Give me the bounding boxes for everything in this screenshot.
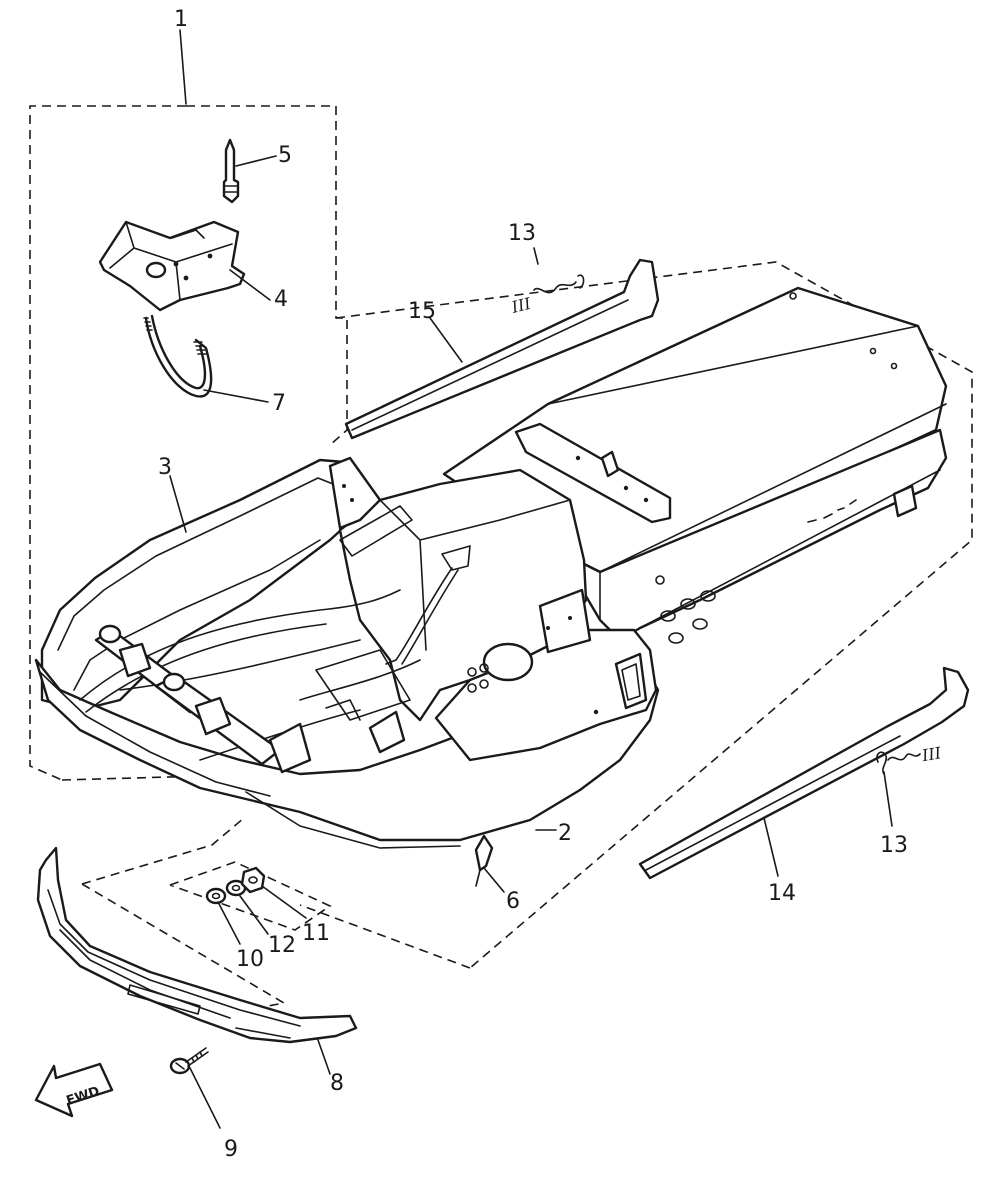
callout-15: 15 — [408, 299, 436, 324]
callout-12: 12 — [268, 933, 296, 958]
callout-13-upper: 13 — [508, 221, 536, 246]
callout-3: 3 — [158, 455, 172, 480]
emblem-13-upper: III — [509, 274, 585, 317]
callout-10: 10 — [236, 947, 264, 972]
callout-1: 1 — [174, 7, 188, 32]
clip-6 — [474, 834, 494, 887]
screw-9 — [169, 1047, 209, 1075]
leader-lines — [169, 29, 893, 1129]
callout-9: 9 — [224, 1137, 238, 1162]
bumper-8 — [36, 846, 358, 1044]
callout-5: 5 — [278, 143, 292, 168]
fwd-arrow: FWD — [34, 1062, 114, 1118]
callout-4: 4 — [274, 287, 288, 312]
hardware-10-11-12 — [205, 866, 266, 905]
callout-2: 2 — [558, 821, 572, 846]
emblem-upper-text: III — [509, 294, 534, 317]
callout-6: 6 — [506, 889, 520, 914]
interior-frame — [79, 589, 421, 774]
emblem-13-lower: III — [876, 743, 944, 775]
seat-rail-15 — [344, 258, 660, 440]
callout-14: 14 — [768, 881, 796, 906]
pin-5 — [222, 138, 240, 204]
callouts: 1 2 3 4 5 6 7 8 9 10 11 12 13 13 14 15 — [158, 7, 908, 1162]
callout-7: 7 — [272, 391, 286, 416]
u-bolt-7 — [143, 314, 213, 398]
main-body-outline — [81, 261, 973, 1007]
callout-13-lower: 13 — [880, 833, 908, 858]
side-strip-14 — [638, 666, 970, 880]
emblem-lower-text: III — [920, 743, 944, 765]
center-console — [328, 456, 592, 722]
callout-11: 11 — [302, 921, 330, 946]
callout-8: 8 — [330, 1071, 344, 1096]
seat-bracket-4 — [98, 220, 246, 312]
